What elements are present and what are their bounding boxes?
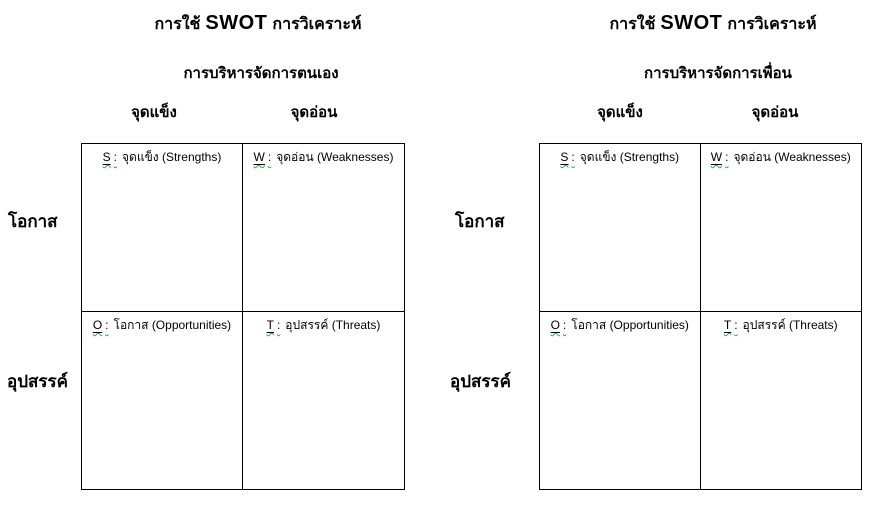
cell-letter: T [723,318,732,332]
swot-cell-weaknesses: W:จุดอ่อน (Weaknesses) [700,144,861,312]
swot-cell-opportunities: O:โอกาส (Opportunities) [540,312,701,489]
cell-colon: : [267,150,272,164]
column-header-strengths: จุดแข็ง [131,104,177,121]
title-prefix: การใช้ [609,16,656,33]
cell-label: จุดอ่อน (Weaknesses) [733,150,851,164]
cell-label: โอกาส (Opportunities) [571,318,689,332]
spellcheck-squiggle: S: [560,150,577,164]
title-suffix: การวิเคราะห์ [272,16,362,33]
cell-label: จุดอ่อน (Weaknesses) [276,150,394,164]
cell-letter: S [102,150,111,164]
swot-cell-threats: T:อุปสรรค์ (Threats) [701,312,862,489]
row-label-opportunities: โอกาส [455,212,505,231]
cell-label: อุปสรรค์ (Threats) [742,318,838,332]
cell-label: โอกาส (Opportunities) [113,318,232,332]
cell-letter: O [550,318,560,332]
swot-table: S:จุดแข็ง (Strengths) W:จุดอ่อน (Weaknes… [539,143,862,490]
row-label-threats: อุปสรรค์ [7,372,69,391]
cell-colon: : [105,318,109,332]
row-label-threats: อุปสรรค์ [450,372,512,391]
title-acronym: SWOT [660,12,723,34]
column-header-strengths: จุดแข็ง [597,104,643,121]
cell-label: อุปสรรค์ (Threats) [285,318,381,332]
spellcheck-squiggle: W: [711,150,732,164]
column-header-weaknesses: จุดอ่อน [290,104,338,121]
spellcheck-squiggle: O: [93,318,112,332]
panel-subtitle: การบริหารจัดการตนเอง [183,65,339,82]
cell-letter: W [253,150,265,164]
cell-colon: : [734,318,738,332]
cell-label: จุดแข็ง (Strengths) [122,150,222,164]
cell-letter: S [560,150,569,164]
swot-cell-opportunities: O:โอกาส (Opportunities) [82,312,243,489]
cell-letter: O [92,318,103,332]
cell-colon: : [725,150,729,164]
cell-letter: W [710,150,723,164]
title-suffix: การวิเคราะห์ [727,16,817,33]
title-acronym: SWOT [205,12,268,34]
swot-cell-strengths: S:จุดแข็ง (Strengths) [82,144,243,312]
spellcheck-squiggle: T: [724,318,741,332]
cell-letter: T [266,318,274,332]
swot-cell-weaknesses: W:จุดอ่อน (Weaknesses) [243,144,404,312]
swot-cell-threats: T:อุปสรรค์ (Threats) [243,312,404,489]
cell-label: จุดแข็ง (Strengths) [579,150,680,164]
cell-colon: : [276,318,281,332]
spellcheck-squiggle: O: [551,318,570,332]
cell-colon: : [562,318,567,332]
row-label-opportunities: โอกาส [8,212,58,231]
swot-table: S:จุดแข็ง (Strengths) W:จุดอ่อน (Weaknes… [81,143,405,490]
panel-subtitle: การบริหารจัดการเพื่อน [644,65,792,82]
spellcheck-squiggle: T: [267,318,284,332]
spellcheck-squiggle: S: [103,150,120,164]
title-prefix: การใช้ [154,16,201,33]
cell-colon: : [113,150,118,164]
column-header-weaknesses: จุดอ่อน [751,104,799,121]
cell-colon: : [571,150,575,164]
swot-cell-strengths: S:จุดแข็ง (Strengths) [540,144,701,312]
spellcheck-squiggle: W: [254,150,275,164]
